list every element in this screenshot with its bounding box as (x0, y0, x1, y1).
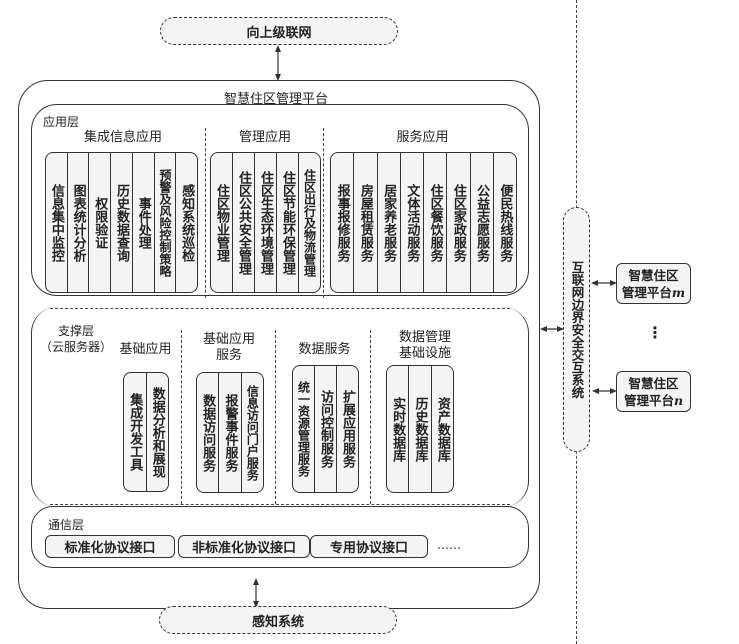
support-layer-top-border (50, 308, 510, 309)
group-title-integrated-info: 集成信息应用 (83, 130, 162, 145)
interface-proprietary: 专用协议接口 (310, 535, 428, 558)
bottom-bidirectional-arrow (253, 578, 259, 608)
upper-network-cloud: 向上级联网 (160, 17, 398, 45)
support-group-divider (181, 330, 182, 504)
support-layer (31, 307, 529, 507)
communication-layer (31, 506, 529, 568)
external-platform-n: 智慧住区 管理平台n (616, 371, 691, 412)
group-title-basic-apps: 基础应用 (119, 342, 172, 357)
support-item: 数据分析和展现 (149, 386, 165, 478)
app-item: 住区节能环保管理 (277, 153, 299, 292)
app-item: 公益志愿服务 (471, 153, 494, 292)
app-group-divider (205, 128, 206, 298)
app-item: 文体活动服务 (401, 153, 424, 292)
app-item: 预警及风险控制策略 (155, 153, 177, 292)
data-infrastructure: 实时数据库 历史数据库 资产数据库 (386, 365, 454, 493)
app-item: 感知系统巡检 (179, 183, 195, 262)
group-title-data-services: 数据服务 (298, 342, 351, 357)
platform-title: 智慧住区管理平台 (224, 92, 329, 107)
app-item: 住区家政服务 (447, 153, 471, 292)
platform-boundary-arrow (540, 326, 564, 332)
support-layer-label: 支撑层 (58, 324, 95, 338)
app-item: 历史数据查询 (111, 153, 133, 292)
group-title-service: 服务应用 (396, 130, 449, 145)
support-item: 资产数据库 (434, 396, 450, 462)
app-item: 权限验证 (89, 153, 112, 292)
top-bidirectional-arrow (275, 45, 281, 81)
communication-layer-label: 通信层 (48, 518, 85, 532)
support-item: 报警事件服务 (219, 373, 242, 492)
app-group-divider (323, 128, 324, 298)
interface-standard: 标准化协议接口 (45, 535, 175, 558)
application-layer-label: 应用层 (43, 115, 80, 129)
app-item: 居家养老服务 (378, 153, 401, 292)
app-item: 住区公共安全管理 (233, 153, 255, 292)
management-apps: 住区物业管理 住区公共安全管理 住区生态环境管理 住区节能环保管理 住区出行及物… (210, 152, 321, 293)
app-item: 图表统计分析 (68, 153, 90, 292)
external-platform-m: 智慧住区 管理平台m (616, 263, 691, 304)
basic-apps: 集成开发工具 数据分析和展现 (123, 372, 169, 492)
support-item: 集成开发工具 (124, 373, 147, 491)
external-platform-n-arrow (592, 388, 617, 394)
group-title-basic-app-services: 基础应用 服务 (202, 332, 255, 363)
integrated-info-apps: 信息集中监控 图表统计分析 权限验证 历史数据查询 事件处理 预警及风险控制策略… (45, 152, 198, 293)
application-layer (31, 104, 529, 296)
app-item: 住区物业管理 (211, 153, 233, 292)
upper-network-label: 向上级联网 (246, 25, 312, 41)
support-item: 历史数据库 (409, 366, 432, 492)
boundary-security-system: 互联网边界安全交互系统 (563, 207, 590, 452)
app-item: 住区出行及物流管理 (302, 168, 317, 277)
group-title-management: 管理应用 (238, 130, 291, 145)
support-item: 统一资源管理服务 (293, 366, 315, 492)
perception-system-cloud: 感知系统 (159, 606, 397, 634)
support-layer-bottom-border (50, 504, 510, 505)
interface-nonstandard: 非标准化协议接口 (178, 535, 310, 558)
support-group-divider (275, 330, 276, 504)
data-services: 统一资源管理服务 访问控制服务 扩展应用服务 (292, 365, 359, 493)
app-item: 便民热线服务 (497, 183, 513, 262)
support-item: 扩展应用服务 (340, 390, 355, 468)
support-item: 数据访问服务 (197, 373, 220, 492)
interface-ellipsis: …… (437, 538, 461, 552)
support-item: 信息访问门户服务 (245, 384, 260, 481)
support-layer-sublabel: （云服务器） (40, 340, 113, 354)
group-title-data-infrastructure: 数据管理 基础设施 (398, 330, 451, 361)
app-item: 信息集中监控 (46, 153, 68, 292)
app-item: 事件处理 (133, 153, 155, 292)
basic-app-services: 数据访问服务 报警事件服务 信息访问门户服务 (196, 372, 264, 493)
app-item: 报事报修服务 (331, 153, 355, 292)
external-platforms-ellipsis: ⋮ (647, 323, 663, 342)
support-group-divider (370, 330, 371, 504)
app-item: 住区餐饮服务 (424, 153, 448, 292)
service-apps: 报事报修服务 房屋租赁服务 居家养老服务 文体活动服务 住区餐饮服务 住区家政服… (330, 152, 517, 293)
perception-system-label: 感知系统 (251, 614, 304, 630)
support-item: 访问控制服务 (315, 366, 337, 492)
support-item: 实时数据库 (387, 366, 410, 492)
app-item: 住区生态环境管理 (255, 153, 277, 292)
app-item: 房屋租赁服务 (354, 153, 378, 292)
external-platform-m-arrow (591, 280, 617, 286)
